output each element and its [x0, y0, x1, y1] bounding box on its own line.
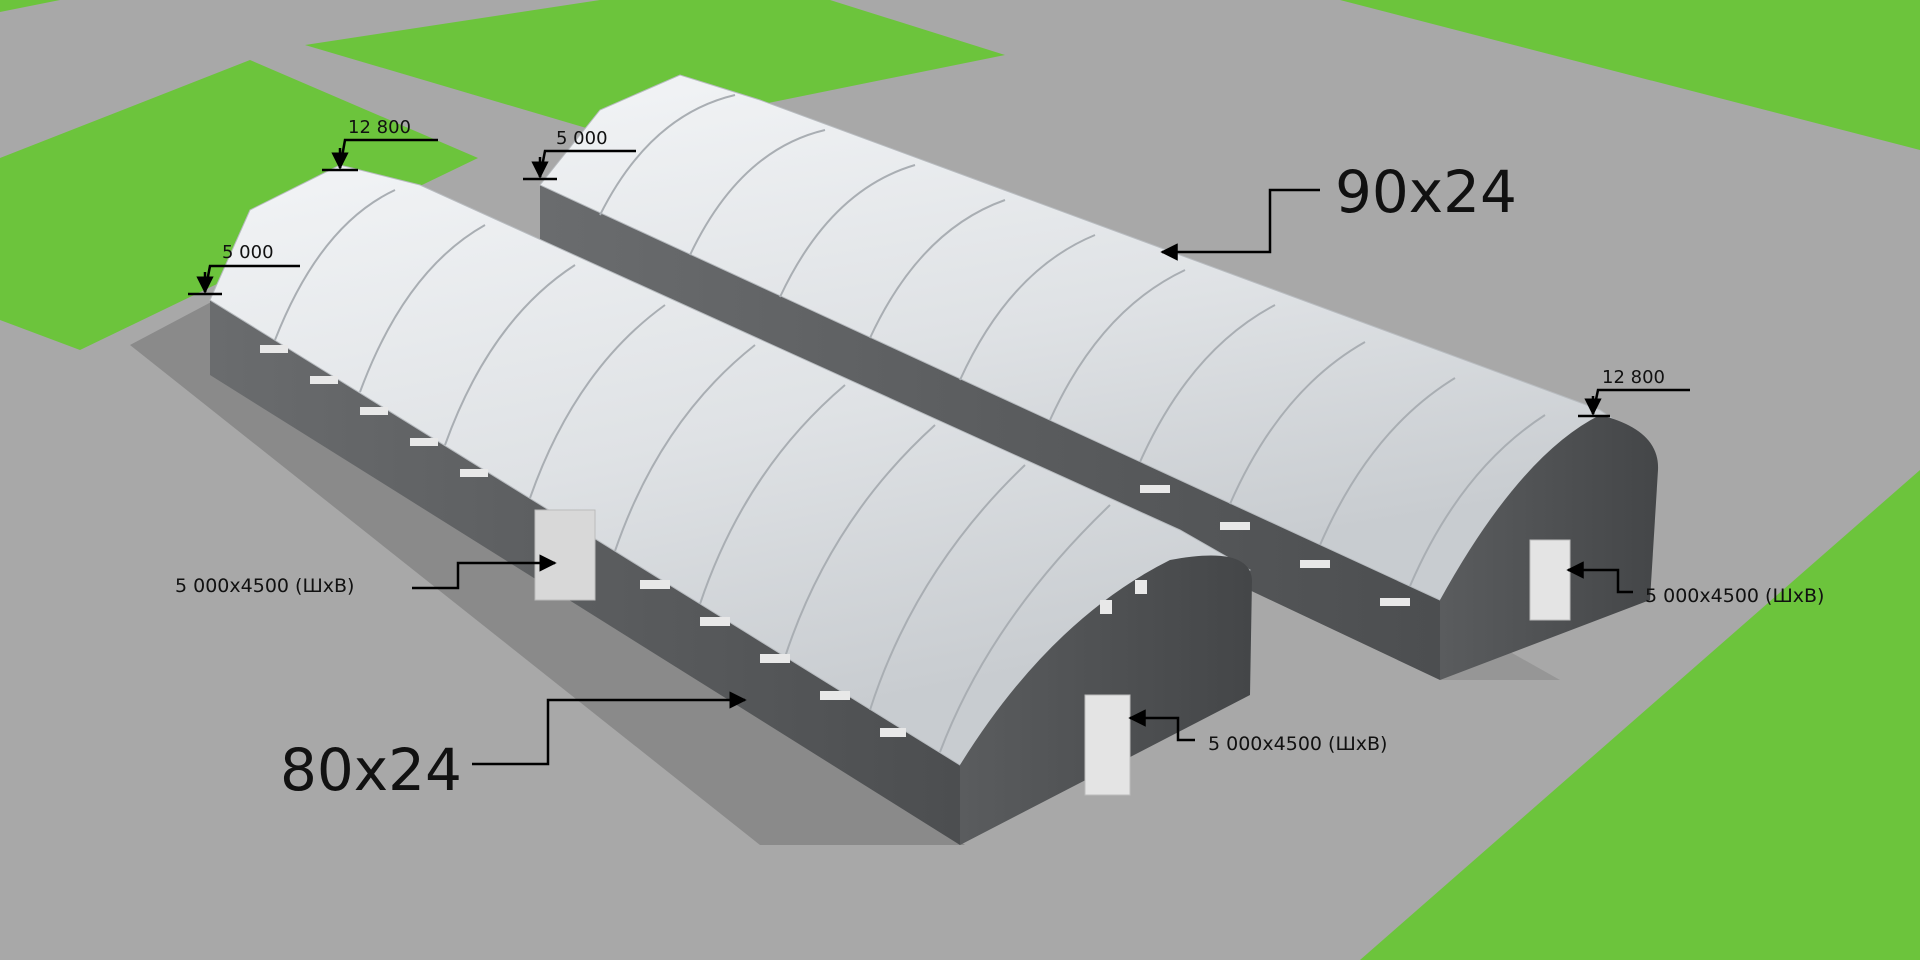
building-front-windows: [260, 345, 906, 737]
building-back-roof-ribs: [599, 94, 1546, 587]
dim-back-ridge-label: 12 800: [1602, 367, 1665, 388]
grass-patch-right-top: [1340, 0, 1920, 150]
building-front-roof-ribs: [274, 189, 1111, 753]
dim-front-end-gate-label: 5 000x4500 (ШхВ): [1208, 733, 1387, 755]
building-front-end-gate: [1084, 694, 1131, 796]
grass-patch-right-bottom: [1360, 470, 1920, 960]
dim-front-wall-label: 5 000: [222, 242, 274, 263]
dim-front-end-gate: 5 000x4500 (ШхВ): [1128, 709, 1387, 755]
size-label-back: 90x24: [1160, 158, 1517, 261]
dim-front-wall: 5 000: [188, 242, 300, 296]
building-back-end-gate: [1529, 539, 1571, 621]
grass-patch-top: [305, 0, 1005, 135]
dim-back-wall: 5 000: [523, 128, 636, 181]
building-front-side-gate: [534, 509, 596, 601]
size-label-front: 80x24: [280, 691, 747, 804]
size-label-back-text: 90x24: [1335, 158, 1517, 226]
dim-back-end-gate: 5 000x4500 (ШхВ): [1566, 561, 1824, 607]
dim-back-ridge: 12 800: [1578, 367, 1690, 418]
grass-patch-left: [0, 60, 478, 350]
grass-patch-corner: [0, 0, 60, 12]
dim-front-side-gate: 5 000x4500 (ШхВ): [175, 554, 557, 597]
building-front-end-vents: [1100, 580, 1147, 614]
size-label-front-text: 80x24: [280, 736, 462, 804]
dim-front-ridge-label: 12 800: [348, 117, 411, 138]
dim-front-side-gate-label: 5 000x4500 (ШхВ): [175, 575, 354, 597]
building-front: [209, 164, 1252, 845]
dim-front-ridge: 12 800: [322, 117, 438, 172]
dim-back-wall-label: 5 000: [556, 128, 608, 149]
building-back-windows: [1140, 485, 1410, 606]
dim-back-end-gate-label: 5 000x4500 (ШхВ): [1645, 585, 1824, 607]
